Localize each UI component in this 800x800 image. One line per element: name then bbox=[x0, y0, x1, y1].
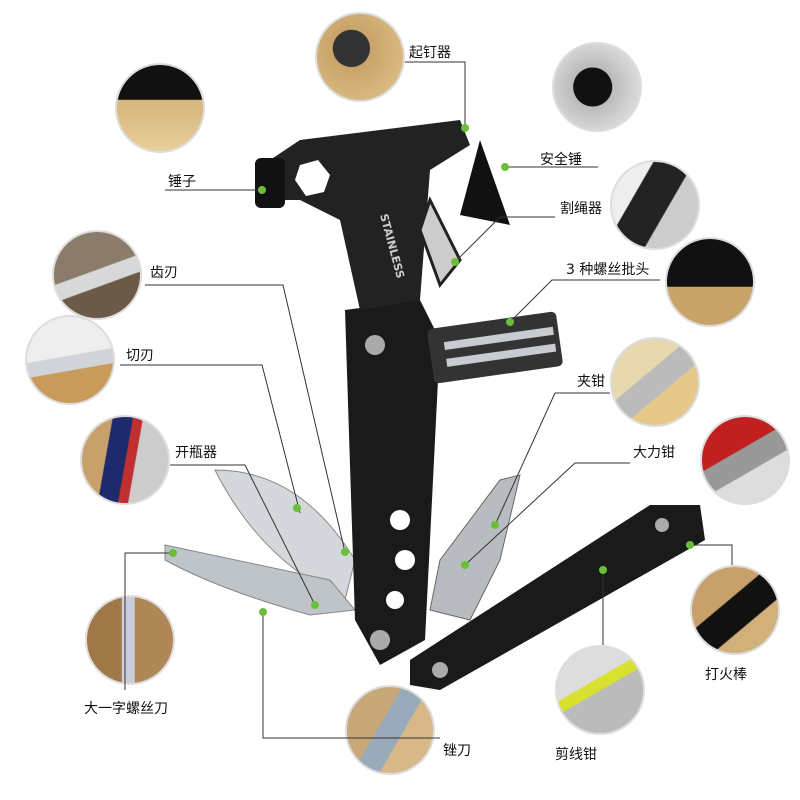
file-blade bbox=[164, 544, 356, 616]
label-screwdriver-bits: 3 种螺丝批头 bbox=[566, 262, 650, 278]
bottle-opener-photo bbox=[80, 415, 170, 505]
nail-puller-photo bbox=[315, 12, 405, 102]
straight-blade bbox=[214, 469, 356, 601]
rope-cutter-photo bbox=[610, 160, 700, 250]
label-hammer: 锤子 bbox=[168, 174, 196, 190]
safety-hammer-cone bbox=[460, 140, 510, 225]
label-serrated-blade: 齿刃 bbox=[150, 265, 178, 281]
straight-blade-photo bbox=[25, 315, 115, 405]
label-rope-cutter: 割绳器 bbox=[560, 201, 602, 217]
label-safety-hammer: 安全锤 bbox=[540, 152, 582, 168]
label-wire-cutter: 剪线钳 bbox=[555, 747, 597, 763]
safety-hammer-photo bbox=[552, 42, 642, 132]
label-file: 锉刀 bbox=[443, 743, 471, 759]
label-locking-pliers: 大力钳 bbox=[633, 445, 675, 461]
hammer-photo bbox=[115, 63, 205, 153]
label-nail-puller: 起钉器 bbox=[409, 45, 451, 61]
label-straight-blade: 切刃 bbox=[126, 348, 154, 364]
hammer-face bbox=[255, 158, 285, 208]
flat-screwdriver-photo bbox=[85, 595, 175, 685]
callout-dots bbox=[169, 124, 694, 616]
leader-lines bbox=[120, 61, 733, 739]
second-handle bbox=[410, 505, 705, 690]
pliers-jaws bbox=[429, 474, 521, 621]
fire-starter-photo bbox=[690, 565, 780, 655]
wire-cutter-photo bbox=[555, 645, 645, 735]
screwdriver-bits bbox=[427, 311, 563, 384]
pliers-photo bbox=[610, 337, 700, 427]
file-photo bbox=[345, 685, 435, 775]
label-pliers: 夹钳 bbox=[577, 374, 605, 390]
label-flat-screwdriver: 大一字螺丝刀 bbox=[84, 701, 168, 717]
bits-photo bbox=[665, 237, 755, 327]
rope-cutter-hook bbox=[418, 196, 462, 289]
hex-wrench-hole bbox=[295, 160, 330, 196]
label-bottle-opener: 开瓶器 bbox=[175, 445, 217, 461]
label-fire-starter: 打火棒 bbox=[705, 667, 747, 683]
locking-pliers-photo bbox=[700, 415, 790, 505]
main-handle bbox=[345, 300, 440, 665]
serrated-blade-photo bbox=[52, 230, 142, 320]
